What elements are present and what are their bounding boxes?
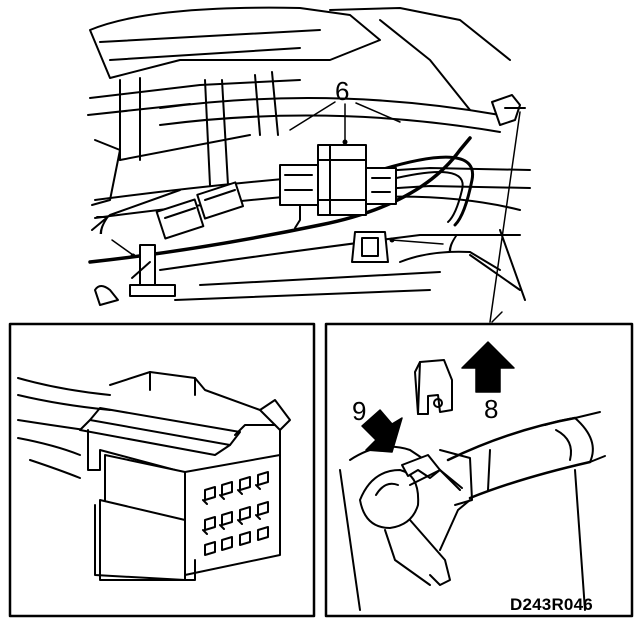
arrow-up-icon <box>461 341 515 393</box>
release-assembly <box>339 411 606 611</box>
clip-7-right <box>351 231 389 263</box>
arrow-down-left-icon <box>361 409 403 453</box>
clip-7-left <box>129 244 176 297</box>
dashboard-outline <box>89 6 381 79</box>
callout-8: 8 <box>484 394 499 424</box>
leader-to-inset <box>489 111 521 323</box>
pin-cavities <box>202 471 269 556</box>
inset-release-sequence <box>324 311 634 618</box>
drawing-code: D243R046 <box>510 595 593 614</box>
clip-detail <box>414 359 453 415</box>
top-scene <box>87 6 531 323</box>
callout-7-right: 7 <box>444 228 459 258</box>
connector-left <box>155 181 245 240</box>
leader-inset-8 <box>491 311 503 323</box>
inset-connector-closeup <box>8 322 316 618</box>
callout-7-left: 7 <box>95 210 110 240</box>
callout-9: 9 <box>352 396 367 426</box>
leader-7-left <box>111 239 134 256</box>
harness-upper <box>159 97 501 116</box>
connector-6 <box>279 144 397 229</box>
leader-6-b <box>289 101 336 131</box>
bracket-upper-right <box>491 94 526 126</box>
inset-left-content <box>17 371 291 581</box>
harness-lower <box>94 167 531 201</box>
callout-6: 6 <box>335 76 350 106</box>
leader-6-c <box>355 102 401 123</box>
leader-7-right <box>391 239 444 245</box>
